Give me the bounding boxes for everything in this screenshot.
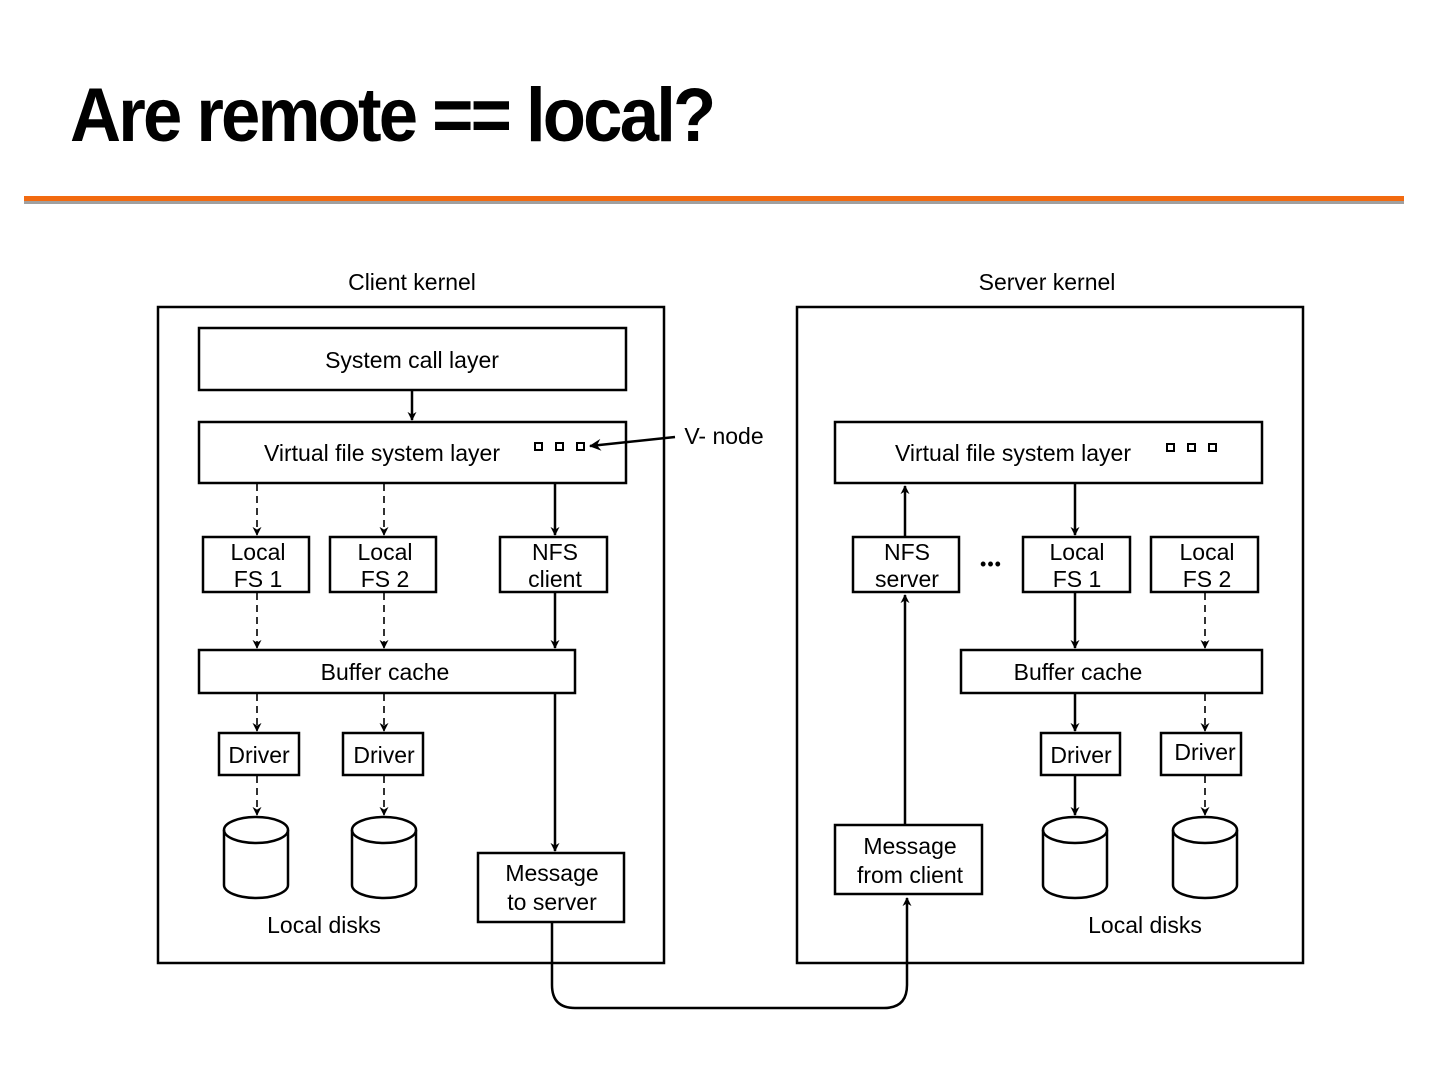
title-underline-shadow: [24, 201, 1404, 204]
client-local-fs2-label-line1: Local: [358, 539, 413, 565]
server-local-fs1-box: [1021, 535, 1132, 594]
server-nfs-server-label-line1: NFS: [884, 539, 930, 565]
server-ellipsis: •••: [980, 554, 1002, 574]
server-local-fs2-label-line1: Local: [1180, 539, 1235, 565]
client-vfs-layer-box: [197, 420, 628, 485]
server-local-fs2-box: [1149, 535, 1260, 594]
server-disk2-icon: [1171, 815, 1239, 900]
server-driver1-box: [1039, 731, 1122, 777]
client-kernel-box: [156, 305, 666, 965]
client-vfs-layer-label: Virtual file system layer: [264, 440, 500, 466]
server-local-fs2-label-line2: FS 2: [1183, 566, 1232, 592]
client-disk2-icon: [350, 815, 418, 900]
client-local-fs2-label-line2: FS 2: [361, 566, 410, 592]
server-nfs-server-label-line2: server: [875, 566, 939, 592]
vnode-icon: [576, 442, 585, 451]
vnode-icon: [1208, 443, 1217, 452]
vnode-icon: [1166, 443, 1175, 452]
client-nfs-client-label-line1: NFS: [532, 539, 578, 565]
server-local-fs1-label-line2: FS 1: [1053, 566, 1102, 592]
client-disks-label: Local disks: [267, 912, 381, 938]
client-nfs-client-label-line2: client: [528, 566, 582, 592]
client-nfs-client-box: [498, 535, 609, 594]
server-vfs-layer-box: [833, 420, 1264, 485]
vnode-label: V- node: [684, 423, 763, 449]
server-disks-label: Local disks: [1088, 912, 1202, 938]
client-kernel-label: Client kernel: [348, 269, 476, 295]
server-driver2-box: [1159, 731, 1243, 777]
arrow-vnode-pointer: [589, 435, 676, 451]
vnode-icon: [534, 442, 543, 451]
server-buffer-cache-label: Buffer cache: [1014, 659, 1143, 685]
client-driver1-label: Driver: [228, 742, 290, 768]
client-message-label-line2: to server: [507, 889, 597, 915]
network-path-arrow: [550, 897, 912, 1010]
client-message-box: [476, 851, 626, 924]
server-driver1-label: Driver: [1050, 742, 1112, 768]
client-local-fs1-label-line2: FS 1: [234, 566, 283, 592]
server-kernel-label: Server kernel: [979, 269, 1116, 295]
server-vfs-layer-label: Virtual file system layer: [895, 440, 1131, 466]
client-local-fs2-box: [328, 535, 438, 594]
server-message-label-line2: from client: [857, 862, 964, 888]
server-message-box: [833, 823, 984, 896]
vnode-icon: [555, 442, 564, 451]
server-disk1-icon: [1041, 815, 1109, 900]
client-buffer-cache-label: Buffer cache: [321, 659, 450, 685]
server-message-label-line1: Message: [863, 833, 956, 859]
client-system-call-layer-label: System call layer: [325, 347, 499, 373]
client-disk1-icon: [222, 815, 290, 900]
client-buffer-cache-box: [197, 648, 577, 695]
client-local-fs1-label-line1: Local: [231, 539, 286, 565]
server-local-fs1-label-line1: Local: [1050, 539, 1105, 565]
client-message-label-line1: Message: [505, 860, 598, 886]
server-buffer-cache-box: [959, 648, 1264, 695]
client-local-fs1-box: [201, 535, 311, 594]
server-driver2-label: Driver: [1174, 739, 1236, 765]
client-driver2-label: Driver: [353, 742, 415, 768]
client-driver2-box: [341, 731, 425, 777]
title-underline: [24, 196, 1404, 201]
server-kernel-box: [795, 305, 1305, 965]
client-driver1-box: [217, 731, 301, 777]
slide-title: Are remote == local?: [70, 73, 716, 158]
vnode-icon: [1187, 443, 1196, 452]
